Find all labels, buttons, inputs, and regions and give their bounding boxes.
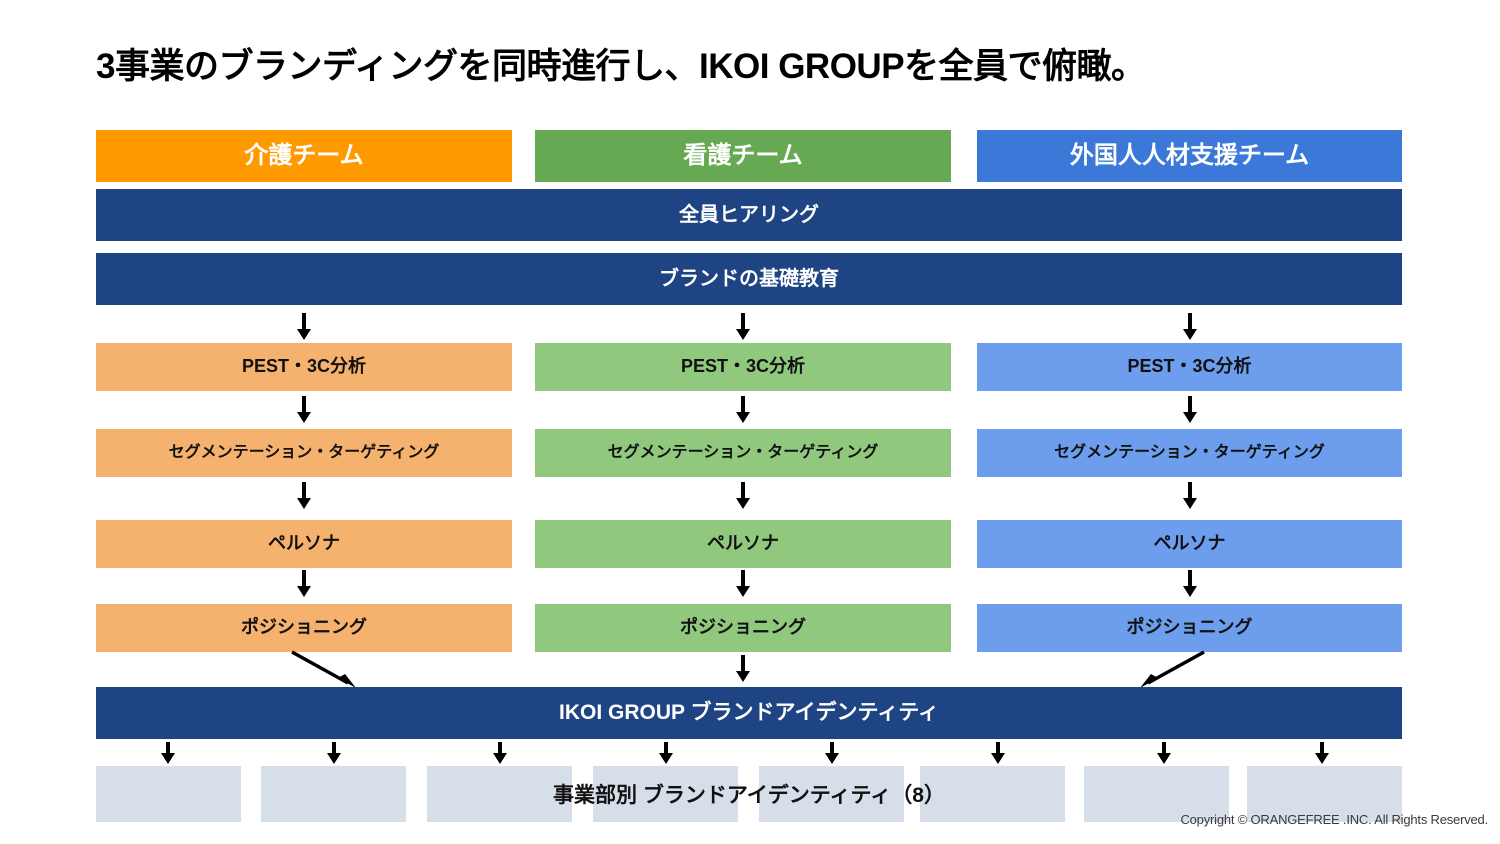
- leaf-box[interactable]: [1084, 766, 1229, 822]
- arrow-down-leaf-1: [159, 742, 177, 764]
- step-box-care-pest[interactable]: PEST・3C分析: [96, 343, 512, 391]
- arrow-down-leaf-7: [1155, 742, 1173, 764]
- step-label: PEST・3C分析: [1127, 356, 1252, 377]
- arrow-down-leaf-6: [989, 742, 1007, 764]
- team-header-care[interactable]: 介護チーム: [96, 130, 512, 182]
- identity-bar-label: IKOI GROUP ブランドアイデンティティ: [559, 701, 939, 725]
- step-box-care-persona[interactable]: ペルソナ: [96, 520, 512, 568]
- leaf-box[interactable]: [920, 766, 1065, 822]
- step-box-nursing-persona[interactable]: ペルソナ: [535, 520, 951, 568]
- arrow-down-foreign-2: [1181, 482, 1199, 509]
- shared-bar-label: 全員ヒアリング: [679, 204, 819, 226]
- copyright-notice: Copyright © ORANGEFREE .INC. All Rights …: [1180, 812, 1488, 827]
- step-label: ペルソナ: [707, 533, 779, 554]
- arrow-down-foreign-3: [1181, 570, 1199, 597]
- arrow-down-nursing-1: [734, 396, 752, 423]
- arrow-down-leaf-2: [325, 742, 343, 764]
- step-box-nursing-positioning[interactable]: ポジショニング: [535, 604, 951, 652]
- arrow-down-leaf-4: [657, 742, 675, 764]
- identity-bar[interactable]: IKOI GROUP ブランドアイデンティティ: [96, 687, 1402, 739]
- team-header-nursing[interactable]: 看護チーム: [535, 130, 951, 182]
- step-label: ペルソナ: [268, 533, 340, 554]
- team-header-label: 外国人人材支援チーム: [1069, 141, 1310, 169]
- arrow-down-leaf-5: [823, 742, 841, 764]
- team-header-label: 看護チーム: [683, 141, 803, 169]
- arrow-down-leaf-8: [1313, 742, 1331, 764]
- arrow-diagonal-care-to-identity: [291, 650, 356, 688]
- leaf-box[interactable]: [261, 766, 406, 822]
- team-header-foreign-talent[interactable]: 外国人人材支援チーム: [977, 130, 1402, 182]
- arrow-down-care-1: [295, 396, 313, 423]
- step-label: ポジショニング: [680, 617, 806, 638]
- leaf-box[interactable]: [96, 766, 241, 822]
- shared-bar-brand-education[interactable]: ブランドの基礎教育: [96, 253, 1402, 305]
- arrow-diagonal-foreign-to-identity: [1140, 650, 1205, 688]
- arrow-down-care-2: [295, 482, 313, 509]
- step-box-foreign-pest[interactable]: PEST・3C分析: [977, 343, 1402, 391]
- step-box-nursing-pest[interactable]: PEST・3C分析: [535, 343, 951, 391]
- step-label: PEST・3C分析: [680, 356, 806, 377]
- arrow-down-nursing-2: [734, 482, 752, 509]
- page-title: 3事業のブランディングを同時進行し、IKOI GROUPを全員で俯瞰。: [96, 47, 1146, 86]
- arrow-down-to-pest-foreign: [1181, 313, 1199, 340]
- step-label: ポジショニング: [1126, 617, 1253, 638]
- step-box-care-segmentation[interactable]: セグメンテーション・ターゲティング: [96, 429, 512, 477]
- arrow-down-nursing-3: [734, 570, 752, 597]
- step-label: ポジショニング: [241, 617, 367, 638]
- arrow-down-to-pest-care: [295, 313, 313, 340]
- step-label: ペルソナ: [1153, 533, 1226, 554]
- leaf-box[interactable]: [427, 766, 572, 822]
- shared-bar-hearing[interactable]: 全員ヒアリング: [96, 189, 1402, 241]
- step-box-foreign-persona[interactable]: ペルソナ: [977, 520, 1402, 568]
- arrow-down-leaf-3: [491, 742, 509, 764]
- arrow-down-foreign-1: [1181, 396, 1199, 423]
- arrow-down-to-pest-nursing: [734, 313, 752, 340]
- step-label: PEST・3C分析: [241, 356, 367, 377]
- shared-bar-label: ブランドの基礎教育: [659, 268, 839, 290]
- step-box-foreign-segmentation[interactable]: セグメンテーション・ターゲティング: [977, 429, 1402, 477]
- step-box-nursing-segmentation[interactable]: セグメンテーション・ターゲティング: [535, 429, 951, 477]
- step-label: セグメンテーション・ターゲティング: [168, 444, 440, 462]
- arrow-down-nursing-to-identity: [734, 655, 752, 682]
- leaf-box[interactable]: [1247, 766, 1402, 822]
- step-label: セグメンテーション・ターゲティング: [607, 444, 879, 462]
- team-header-label: 介護チーム: [244, 141, 364, 169]
- leaf-box[interactable]: [593, 766, 738, 822]
- leaf-box[interactable]: [759, 766, 904, 822]
- arrow-down-care-3: [295, 570, 313, 597]
- step-box-care-positioning[interactable]: ポジショニング: [96, 604, 512, 652]
- step-label: セグメンテーション・ターゲティング: [1054, 444, 1325, 462]
- step-box-foreign-positioning[interactable]: ポジショニング: [977, 604, 1402, 652]
